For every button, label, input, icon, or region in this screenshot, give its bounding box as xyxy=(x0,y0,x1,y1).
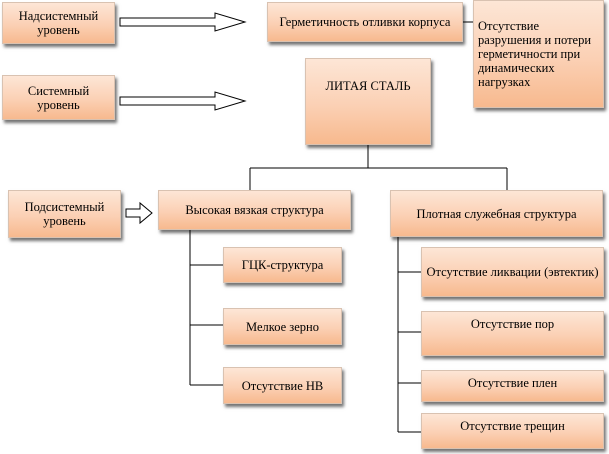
level-system: Системный уровень xyxy=(2,75,115,120)
level-supersystem-label: Надсистемный уровень xyxy=(18,9,99,37)
node-fine-grain-label: Мелкое зерно xyxy=(246,319,319,334)
node-no-cracks-label: Отсутствие трещин xyxy=(460,419,565,433)
node-no-films: Отсутствие плен xyxy=(421,370,604,402)
level-supersystem: Надсистемный уровень xyxy=(2,2,115,44)
level-system-label: Системный уровень xyxy=(27,83,90,112)
arrow-system xyxy=(119,91,247,111)
node-no-destruction-label: Отсутствие разрушения и потери герметичн… xyxy=(478,19,592,89)
node-cast-steel: ЛИТАЯ СТАЛЬ xyxy=(305,58,431,145)
node-no-segregation-label: Отсутствие ликвации (эвтектик) xyxy=(426,265,599,279)
node-no-segregation: Отсутствие ликвации (эвтектик) xyxy=(421,247,604,297)
node-cast-steel-label: ЛИТАЯ СТАЛЬ xyxy=(325,79,411,93)
node-hermeticity-label: Герметичность отливки корпуса xyxy=(279,15,451,29)
node-no-pores: Отсутствие пор xyxy=(421,311,604,356)
node-no-nonmetallic-inclusions: Отсутствие НВ xyxy=(223,367,342,404)
node-no-cracks: Отсутствие трещин xyxy=(421,413,604,449)
node-dense-service-structure-label: Плотная служебная структура xyxy=(416,206,577,221)
node-no-pores-label: Отсутствие пор xyxy=(470,317,555,331)
arrow-subsystem xyxy=(125,201,153,225)
node-fine-grain: Мелкое зерно xyxy=(223,308,342,345)
node-no-nonmetallic-inclusions-label: Отсутствие НВ xyxy=(241,378,324,393)
level-subsystem: Подсистемный уровень xyxy=(8,190,121,238)
node-fcc-structure-label: ГЦК-структура xyxy=(241,258,324,272)
node-no-films-label: Отсутствие плен xyxy=(467,376,558,390)
arrow-supersystem xyxy=(119,12,247,32)
node-high-viscous-structure: Высокая вязкая структура xyxy=(158,190,351,230)
node-no-destruction: Отсутствие разрушения и потери герметичн… xyxy=(473,0,604,108)
node-dense-service-structure: Плотная служебная структура xyxy=(390,190,603,237)
node-hermeticity: Герметичность отливки корпуса xyxy=(267,2,463,42)
node-high-viscous-structure-label: Высокая вязкая структура xyxy=(185,203,324,217)
level-subsystem-label: Подсистемный уровень xyxy=(24,200,105,228)
node-fcc-structure: ГЦК-структура xyxy=(223,247,342,283)
